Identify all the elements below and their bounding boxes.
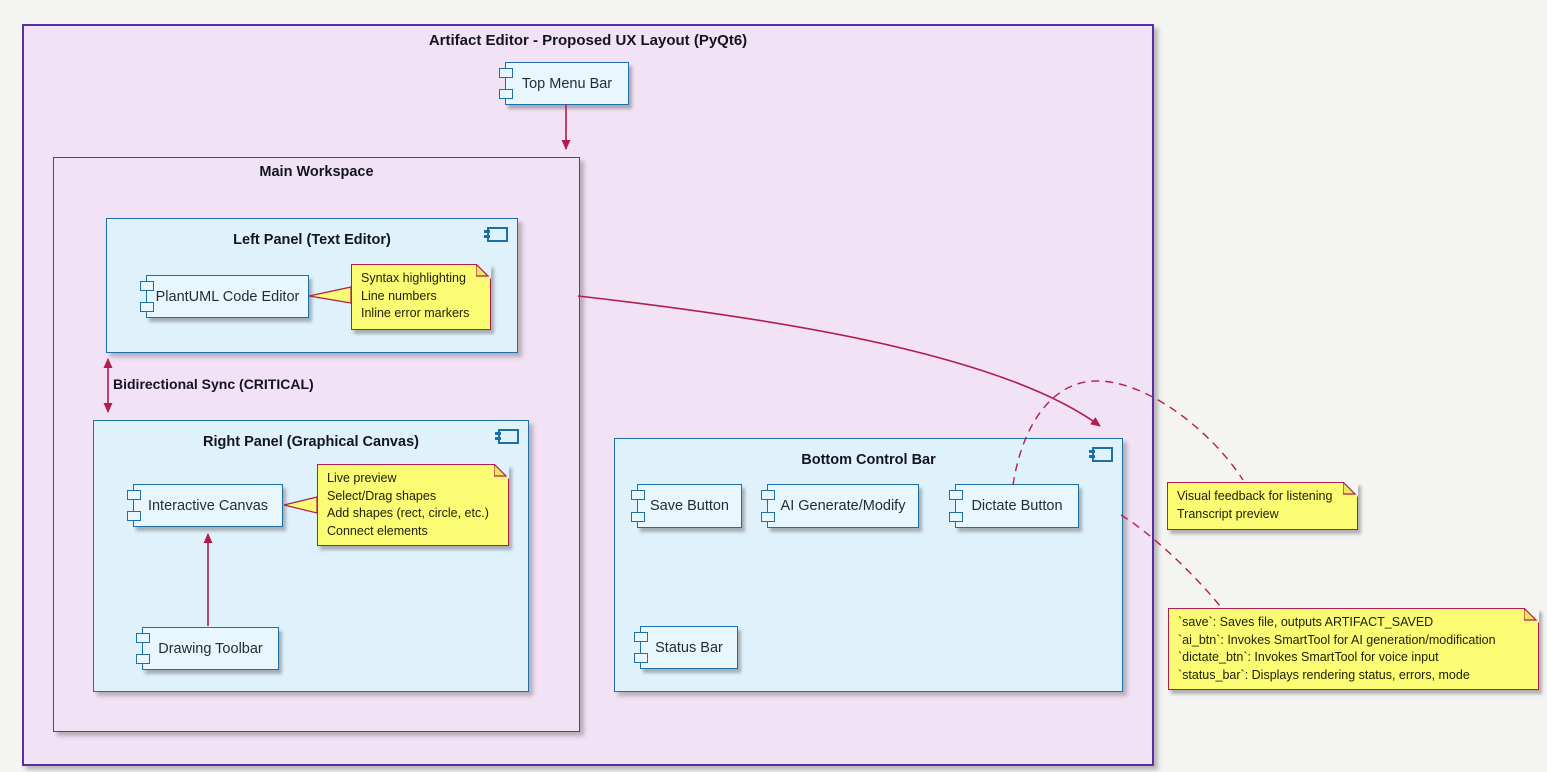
note-fold-icon [476,264,491,279]
panel-title: Left Panel (Text Editor) [233,232,391,248]
note-line: `ai_btn`: Invokes SmartTool for AI gener… [1178,632,1496,647]
component-label: Interactive Canvas [147,497,269,514]
note-dictate-feedback: Visual feedback for listening Transcript… [1167,482,1358,530]
note-line: Add shapes (rect, circle, etc.) [327,506,489,520]
note-line: `status_bar`: Displays rendering status,… [1178,667,1470,682]
note-line: Select/Drag shapes [327,488,437,503]
component-port-icon [499,68,513,78]
component-port-icon [949,512,963,522]
component-port-icon [761,512,775,522]
component-status-bar: Status Bar [634,626,738,669]
component-port-icon [949,490,963,500]
package-title: Main Workspace [259,164,374,180]
note-line: Transcript preview [1177,506,1279,521]
component-port-icon [140,302,154,312]
package-title: Artifact Editor - Proposed UX Layout (Py… [428,32,748,49]
component-port-icon [761,490,775,500]
component-icon [1089,447,1113,462]
note-fold-icon [1524,608,1539,623]
component-port-icon [136,633,150,643]
note-canvas-features: Live preview Select/Drag shapes Add shap… [317,464,509,546]
note-editor-features: Syntax highlighting Line numbers Inline … [351,264,491,330]
component-port-icon [631,512,645,522]
component-top-menu-bar: Top Menu Bar [499,62,629,105]
component-plantuml-code-editor: PlantUML Code Editor [140,275,309,318]
component-interactive-canvas: Interactive Canvas [127,484,283,527]
component-label: Status Bar [655,639,723,656]
note-line: Inline error markers [361,306,470,320]
component-port-icon [127,511,141,521]
component-port-icon [136,654,150,664]
note-line: Syntax highlighting [361,271,466,285]
component-port-icon [127,490,141,500]
edge-label-bidirectional-sync: Bidirectional Sync (CRITICAL) [113,376,314,392]
component-label: Save Button [650,498,729,514]
panel-title: Right Panel (Graphical Canvas) [203,434,419,450]
component-icon [495,429,519,444]
note-line: Connect elements [327,523,428,538]
note-control-mapping: `save`: Saves file, outputs ARTIFACT_SAV… [1168,608,1539,690]
component-ai-generate-modify: AI Generate/Modify [761,484,919,528]
component-label: Drawing Toolbar [158,640,263,657]
component-save-button: Save Button [631,484,742,528]
panel-title: Bottom Control Bar [801,452,936,468]
component-icon [484,227,508,242]
component-drawing-toolbar: Drawing Toolbar [136,627,279,670]
component-dictate-button: Dictate Button [949,484,1079,528]
note-fold-icon [1343,482,1358,497]
component-port-icon [499,89,513,99]
component-port-icon [631,490,645,500]
note-line: Live preview [327,471,397,485]
note-line: `save`: Saves file, outputs ARTIFACT_SAV… [1178,615,1434,629]
component-label: PlantUML Code Editor [155,288,300,305]
note-line: Visual feedback for listening [1177,489,1333,503]
note-line: Line numbers [361,288,437,303]
component-port-icon [634,632,648,642]
component-label: AI Generate/Modify [780,498,906,514]
component-label: Top Menu Bar [521,75,613,92]
component-port-icon [634,653,648,663]
component-port-icon [140,281,154,291]
note-line: `dictate_btn`: Invokes SmartTool for voi… [1178,650,1439,664]
component-label: Dictate Button [971,498,1063,514]
note-fold-icon [494,464,509,479]
